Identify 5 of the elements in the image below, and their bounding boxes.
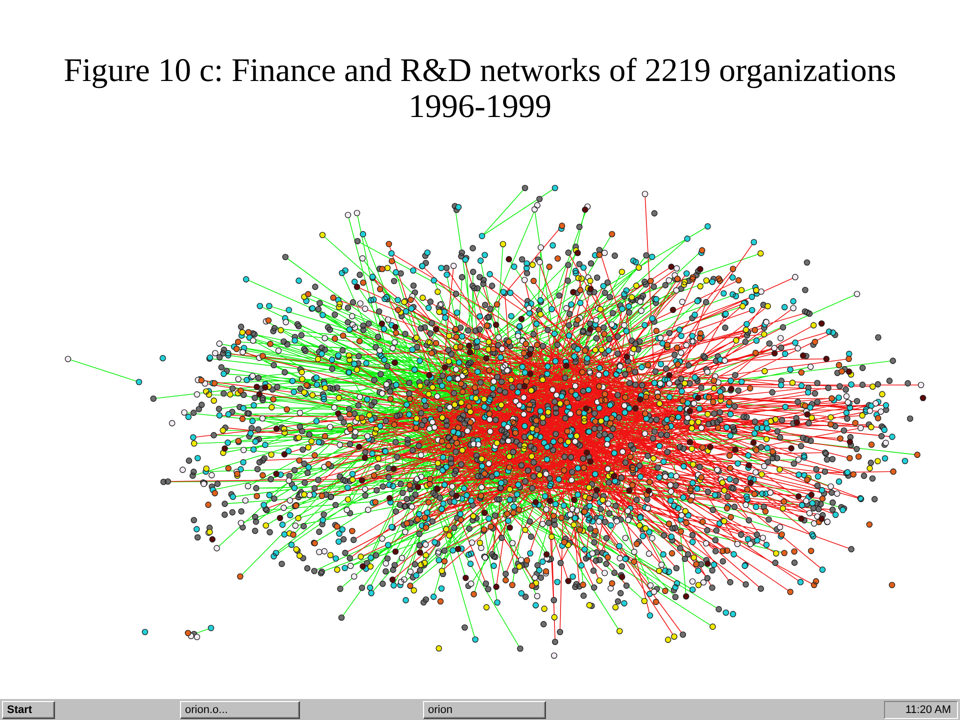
taskbar-button: orion.o... <box>180 701 300 719</box>
taskbar-button: orion <box>423 701 546 719</box>
figure-title: Figure 10 c: Finance and R&D networks of 2219 organizations 1996-1999 <box>62 53 898 125</box>
clock: 11:20 AM <box>905 703 951 718</box>
start-button: Start <box>2 701 55 719</box>
